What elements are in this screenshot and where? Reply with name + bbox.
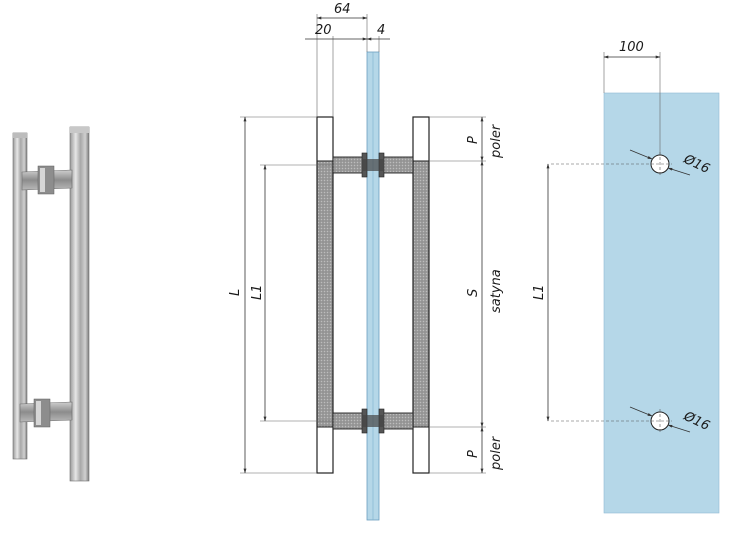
dim-glass-gap: 4	[377, 23, 385, 38]
top-standoff-right	[382, 156, 414, 174]
left-handle-bar	[316, 116, 334, 474]
dim-edge-distance: 100	[619, 40, 644, 55]
bottom-standoff-right	[382, 412, 414, 430]
side-view: 64 20 4 L L1 P poler S satyna P poler	[228, 2, 504, 521]
dim-length-spacing: L1	[250, 284, 265, 300]
right-handle-bar	[412, 116, 430, 474]
dim-total-depth: 64	[334, 2, 351, 17]
dim-hole-spacing: L1	[532, 284, 547, 300]
dim-satin-section-label: satyna	[489, 269, 504, 313]
dim-polished-top: P	[466, 136, 481, 144]
bottom-standoff-left	[332, 412, 364, 430]
dim-satin-section: S	[466, 289, 481, 297]
panel-drilling-view: 100 Ø16 Ø16 L1	[532, 40, 720, 514]
dim-polished-bottom: P	[466, 450, 481, 458]
top-standoff-left	[332, 156, 364, 174]
photo-front-bar	[69, 126, 90, 482]
dim-polished-bottom-label: poler	[489, 435, 504, 471]
dim-length-total: L	[228, 289, 243, 296]
handle-photo	[12, 126, 90, 482]
dim-polished-top-label: poler	[489, 123, 504, 159]
dim-bar-width: 20	[315, 23, 332, 38]
